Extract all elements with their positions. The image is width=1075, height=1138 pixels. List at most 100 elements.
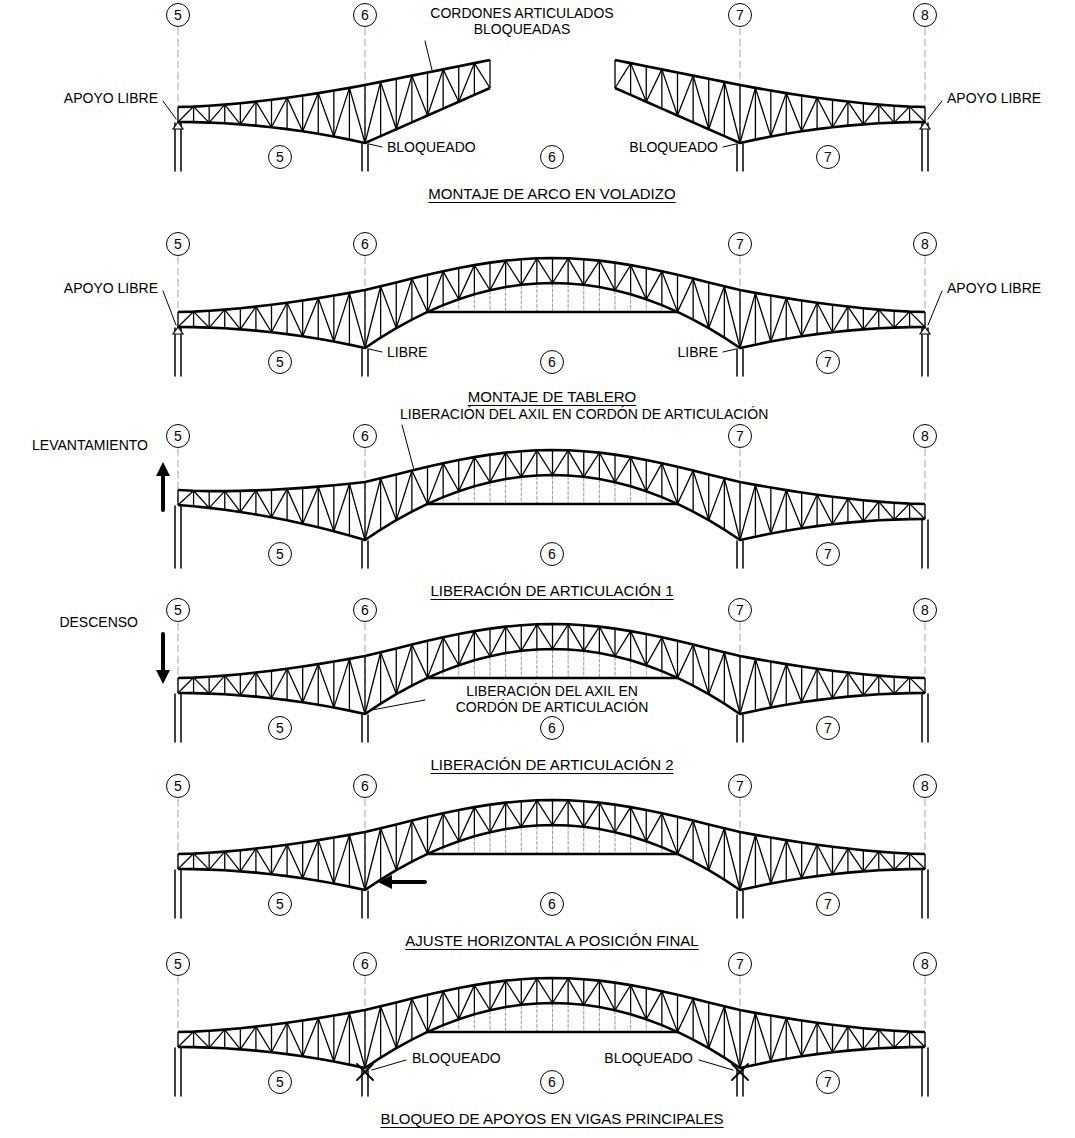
grid-axis-number: 7	[728, 232, 752, 256]
span-number: 6	[540, 350, 564, 374]
hanger	[615, 291, 616, 312]
truss-web	[411, 76, 412, 123]
truss-web	[489, 805, 490, 833]
hanger	[505, 654, 506, 678]
truss-web	[255, 673, 256, 697]
truss-web	[443, 991, 459, 1019]
truss-web	[708, 282, 709, 328]
truss-web	[910, 854, 925, 869]
truss-web	[303, 298, 319, 336]
truss-web	[225, 310, 241, 330]
annotation-label: LIBERACIÓN DEL AXIL EN CORDÓN DE ARTICUL…	[398, 406, 770, 422]
grid-axis-line	[178, 257, 179, 327]
truss-web	[427, 275, 428, 312]
truss-web	[411, 821, 412, 862]
truss-web	[396, 76, 412, 130]
truss-web	[615, 457, 631, 482]
truss-web	[474, 985, 475, 1014]
pier-line	[742, 349, 744, 376]
truss-web	[333, 662, 334, 708]
truss-web	[427, 995, 428, 1032]
truss-web	[489, 60, 490, 88]
pier-line	[180, 506, 182, 568]
truss-web	[816, 1023, 817, 1054]
truss-web	[847, 499, 848, 523]
truss-web	[536, 978, 537, 1003]
truss-web	[255, 490, 256, 514]
truss-web	[271, 847, 272, 875]
truss-web	[709, 828, 725, 870]
truss-web	[412, 821, 428, 854]
truss-web	[740, 835, 755, 890]
span-number: 7	[816, 892, 840, 916]
truss-web	[771, 93, 786, 136]
truss-web	[272, 489, 288, 517]
truss-web	[536, 450, 537, 475]
truss-web	[894, 854, 909, 870]
truss-web	[318, 664, 334, 707]
hanger	[646, 842, 647, 854]
number-text: 6	[548, 546, 556, 562]
truss-web	[708, 474, 709, 520]
truss-web	[568, 800, 584, 827]
truss-web	[365, 82, 381, 143]
truss-web	[286, 489, 287, 520]
truss-web	[287, 303, 303, 337]
truss-web	[240, 307, 256, 330]
truss-web	[442, 813, 443, 847]
truss-web	[553, 258, 569, 283]
truss-web	[879, 1030, 894, 1048]
hanger	[630, 661, 631, 678]
number-text: 8	[921, 428, 929, 444]
bottom-chord	[178, 825, 925, 890]
truss-web	[786, 93, 801, 131]
truss-web	[599, 627, 615, 657]
pier-line	[180, 123, 182, 171]
number-text: 5	[276, 149, 284, 165]
leader-line	[402, 425, 414, 470]
truss-web	[755, 1013, 756, 1065]
pier-line	[367, 1069, 369, 1096]
truss-web	[490, 803, 506, 833]
truss-web	[225, 1030, 241, 1050]
truss-web	[646, 813, 662, 841]
truss-web	[224, 105, 225, 124]
movement-arrow	[156, 462, 170, 510]
truss-web	[615, 807, 631, 832]
span-number: 6	[540, 1070, 564, 1094]
truss-web	[256, 102, 272, 128]
truss	[178, 258, 925, 348]
number-text: 6	[361, 956, 369, 972]
truss-web	[303, 664, 319, 702]
truss-web	[802, 1023, 817, 1057]
bottom-chord	[178, 649, 925, 714]
truss-web	[521, 259, 522, 285]
truss-web	[599, 981, 600, 1007]
truss-web	[427, 73, 428, 116]
truss-web	[537, 450, 553, 475]
truss-web	[349, 1013, 365, 1068]
truss-web	[770, 488, 771, 534]
grid-axis-line	[925, 799, 926, 869]
hanger	[536, 826, 537, 854]
truss-web	[724, 82, 725, 136]
truss-web	[740, 659, 755, 714]
truss-web	[599, 453, 615, 483]
truss-web	[505, 453, 506, 479]
truss-web	[381, 82, 397, 129]
hanger	[552, 476, 553, 504]
truss-web	[802, 495, 817, 529]
truss-web	[724, 828, 725, 879]
truss-web	[771, 490, 786, 533]
span-number: 7	[816, 1070, 840, 1094]
hanger	[474, 295, 475, 312]
hanger	[583, 478, 584, 504]
truss-web	[318, 1018, 319, 1059]
truss-web	[678, 645, 694, 678]
truss-web	[411, 999, 412, 1040]
truss-web	[909, 504, 910, 520]
truss-web	[286, 1023, 287, 1054]
truss-web	[801, 667, 802, 703]
truss-web	[474, 631, 475, 660]
annotation-label: CORDONES ARTICULADOS BLOQUEADAS	[405, 5, 639, 37]
